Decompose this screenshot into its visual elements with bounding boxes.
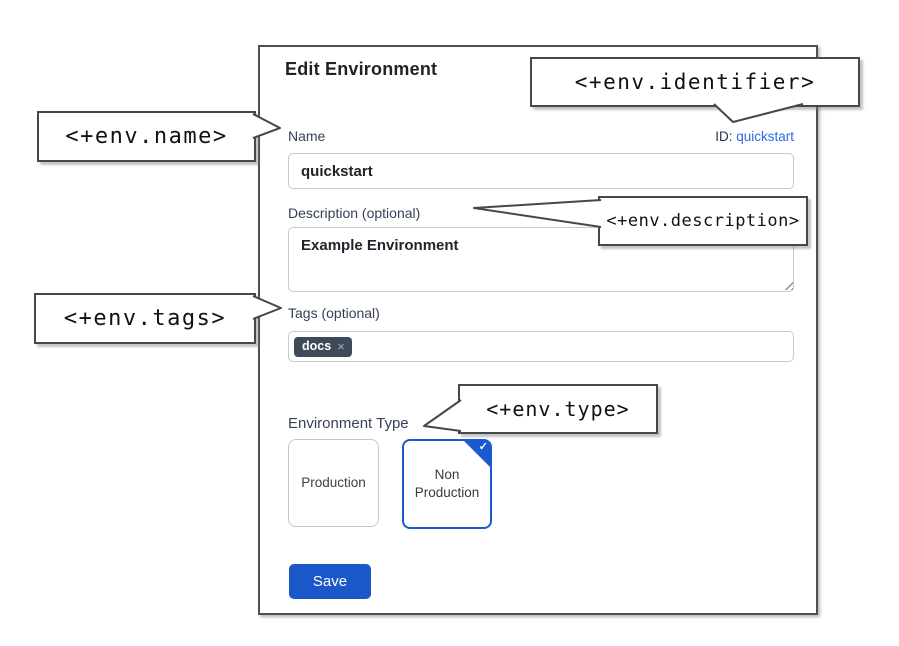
callout-env-description: <+env.description>	[598, 196, 808, 246]
edit-environment-dialog: Edit Environment Name ID: quickstart Des…	[258, 45, 818, 615]
tag-chip: docs ×	[294, 336, 352, 357]
id-value-link[interactable]: quickstart	[736, 129, 794, 144]
save-button[interactable]: Save	[289, 564, 371, 599]
dialog-title: Edit Environment	[285, 59, 438, 79]
card-label: Production	[301, 474, 366, 490]
environment-type-card-production[interactable]: Production	[288, 439, 379, 527]
environment-type-card-non-production[interactable]: ✓ Non Production	[402, 439, 492, 529]
description-label: Description (optional)	[288, 205, 421, 221]
callout-env-name: <+env.name>	[37, 111, 256, 162]
id-label: ID:	[715, 129, 733, 144]
name-label: Name	[288, 128, 326, 144]
environment-type-label: Environment Type	[288, 415, 409, 432]
remove-tag-icon[interactable]: ×	[337, 338, 345, 354]
environment-id: ID: quickstart	[715, 129, 794, 144]
callout-env-tags: <+env.tags>	[34, 293, 256, 344]
tag-chip-label: docs	[302, 338, 332, 353]
callout-env-type: <+env.type>	[458, 384, 658, 434]
card-label: Non Production	[414, 466, 480, 500]
resize-handle-icon[interactable]	[783, 280, 793, 290]
name-row: Name ID: quickstart	[288, 128, 794, 144]
selected-corner: ✓	[463, 440, 491, 468]
environment-type-cards: Production ✓ Non Production	[288, 439, 492, 529]
callout-env-identifier: <+env.identifier>	[530, 57, 860, 107]
tags-label: Tags (optional)	[288, 305, 380, 321]
check-icon: ✓	[478, 441, 488, 453]
name-input[interactable]	[288, 153, 794, 189]
tags-input[interactable]: docs ×	[288, 331, 794, 362]
